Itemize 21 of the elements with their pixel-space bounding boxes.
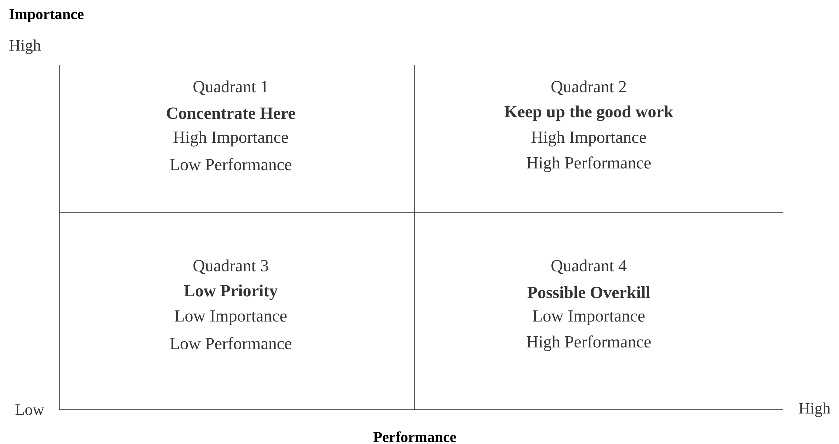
quadrant-text: High Importance: [174, 131, 288, 147]
axis-label: High: [10, 40, 41, 54]
quadrant-text: Low Performance: [170, 158, 292, 171]
quadrant-text: Low Priority: [184, 284, 278, 300]
quadrant-text: Possible Overkill: [528, 286, 650, 298]
quadrant-text: High Performance: [526, 156, 651, 172]
axis-label: Low: [16, 404, 44, 416]
quadrant-text: Low Performance: [170, 337, 292, 350]
quadrant-text: Concentrate Here: [167, 108, 296, 120]
quadrant-text: Keep up the good work: [504, 106, 674, 122]
quadrant-text: Quadrant 4: [552, 260, 627, 274]
quadrant-text: High Performance: [526, 336, 651, 352]
quadrant-text: Quadrant 2: [552, 80, 626, 96]
axis-title: Importance: [10, 10, 84, 22]
quadrant-text: High Importance: [532, 131, 646, 147]
quadrant-text: Low Importance: [533, 310, 645, 326]
axis-title: Performance: [374, 432, 456, 442]
quadrant-text: Quadrant 1: [194, 80, 268, 96]
quadrant-text: Low Importance: [175, 310, 287, 326]
quadrant-text: Quadrant 3: [194, 260, 268, 274]
axis-label: High: [799, 402, 831, 418]
